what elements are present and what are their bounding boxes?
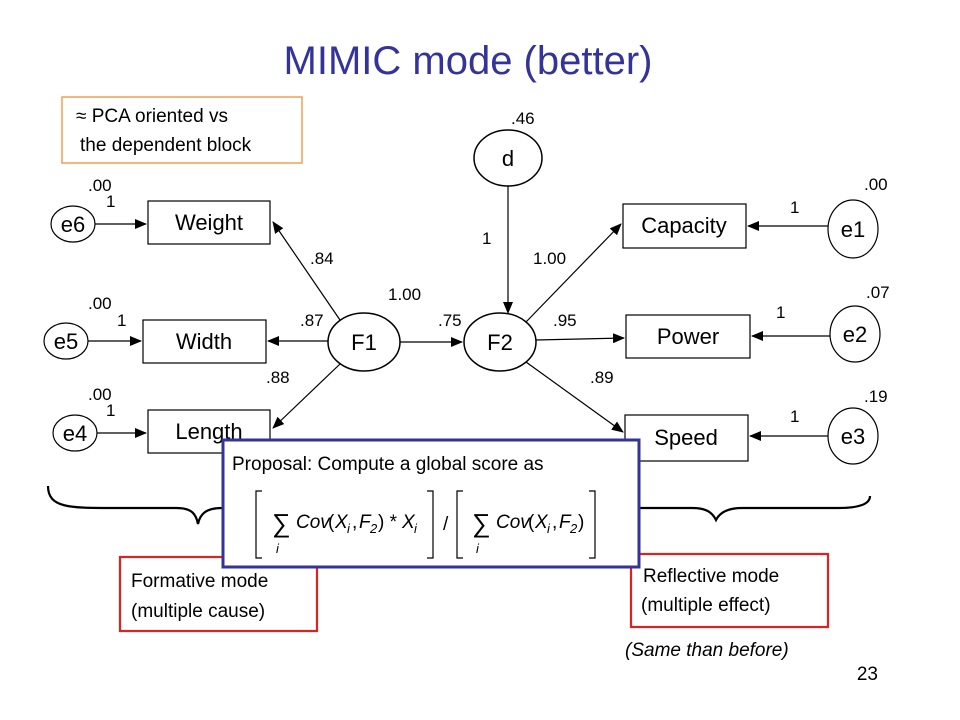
- disturbance-variance: .46: [511, 109, 535, 128]
- error-e1-label: e1: [841, 217, 865, 242]
- capacity-label: Capacity: [641, 213, 727, 238]
- formative-mode-line1: Formative mode: [131, 571, 268, 592]
- error-e6-label: e6: [61, 212, 85, 237]
- e3-variance: .19: [864, 387, 888, 406]
- arrow-f1-to-length: [272, 363, 341, 429]
- e6-variance: .00: [88, 176, 112, 195]
- reflective-indicator-capacity: Capacity e1 .00 1 1.00: [525, 175, 888, 323]
- proposal-heading: Proposal: Compute a global score as: [232, 454, 544, 475]
- svg-text:2: 2: [369, 521, 378, 536]
- formative-brace: [46, 485, 270, 525]
- error-e3-label: e3: [841, 424, 865, 449]
- e5-path-coef: 1: [117, 311, 126, 330]
- svg-text:F: F: [559, 512, 572, 533]
- global-score-formula: ∑ i Cov ( X i , F 2 ) * X i / ∑ i Cov ( …: [255, 490, 596, 559]
- reflective-indicator-speed: Speed e3 .19 1 .89: [525, 361, 888, 465]
- svg-text:i: i: [276, 541, 280, 556]
- speed-loading: .89: [590, 368, 614, 387]
- pca-note-line2: the dependent block: [80, 135, 252, 156]
- svg-text:X: X: [334, 512, 349, 533]
- svg-text:,: ,: [552, 512, 557, 533]
- svg-text:∑: ∑: [472, 508, 491, 538]
- latent-f2-label: F2: [487, 330, 513, 355]
- arrow-f2-to-power: [535, 333, 625, 344]
- weight-box: [147, 200, 271, 245]
- svg-text:i: i: [347, 521, 351, 536]
- e6-path-coef: 1: [106, 192, 115, 211]
- proposal-box: Proposal: Compute a global score as ∑ i …: [221, 438, 641, 569]
- slide-title: MIMIC mode (better): [284, 39, 653, 83]
- formative-mode-border: [118, 555, 319, 633]
- svg-text:(: (: [528, 512, 535, 533]
- svg-text:): ): [578, 512, 584, 533]
- disturbance-path-coef: 1: [482, 229, 491, 248]
- svg-text:2: 2: [569, 521, 578, 536]
- same-than-before-note: (Same than before): [625, 640, 789, 661]
- svg-text:/: /: [443, 514, 449, 535]
- capacity-loading: 1.00: [533, 249, 566, 268]
- svg-text:) *: ) *: [378, 512, 398, 533]
- svg-text:i: i: [476, 541, 480, 556]
- svg-text:i: i: [414, 521, 418, 536]
- svg-text:Cov: Cov: [296, 512, 331, 533]
- f1-variance: 1.00: [388, 285, 421, 304]
- pca-note-box: ≈ PCA oriented vs the dependent block: [61, 96, 303, 164]
- svg-text:(: (: [328, 512, 335, 533]
- error-e2-label: e2: [843, 322, 867, 347]
- speed-box: [624, 414, 749, 462]
- capacity-box: [622, 203, 747, 249]
- reflective-mode-line1: Reflective mode: [643, 566, 779, 587]
- speed-label: Speed: [654, 425, 718, 450]
- proposal-border: [221, 438, 641, 569]
- reflective-mode-box: Reflective mode (multiple effect): [629, 552, 830, 629]
- disturbance-label: d: [502, 146, 514, 171]
- width-label: Width: [176, 329, 232, 354]
- reflective-mode-line2: (multiple effect): [641, 595, 771, 616]
- power-loading: .95: [553, 311, 577, 330]
- error-e4-label: e4: [63, 421, 87, 446]
- e4-variance: .00: [88, 385, 112, 404]
- latent-f1-label: F1: [351, 330, 377, 355]
- error-e5-label: e5: [54, 329, 78, 354]
- width-box: [142, 319, 267, 364]
- latent-f2: [463, 312, 537, 372]
- svg-text:X: X: [401, 512, 416, 533]
- e2-path-coef: 1: [776, 303, 785, 322]
- svg-text:,: ,: [352, 512, 357, 533]
- formative-mode-box: Formative mode (multiple cause): [118, 555, 319, 633]
- formative-indicator-weight: Weight e6 .00 1 .84: [50, 176, 341, 321]
- power-label: Power: [657, 324, 719, 349]
- reflective-brace: [638, 495, 872, 523]
- svg-text:X: X: [534, 512, 549, 533]
- pca-note-border: [61, 96, 303, 164]
- width-loading: .87: [300, 311, 324, 330]
- arrow-f2-to-capacity: [525, 223, 622, 323]
- e4-path-coef: 1: [106, 401, 115, 420]
- e2-variance: .07: [866, 283, 890, 302]
- e3-path-coef: 1: [790, 407, 799, 426]
- arrow-f2-to-speed: [525, 361, 624, 433]
- formative-indicator-width: Width e5 .00 1 .87: [43, 294, 328, 364]
- formative-mode-line2: (multiple cause): [131, 601, 265, 622]
- svg-text:F: F: [359, 512, 372, 533]
- error-e2: [829, 305, 881, 363]
- svg-text:i: i: [547, 521, 551, 536]
- e1-variance: .00: [864, 175, 888, 194]
- power-box: [625, 314, 751, 359]
- weight-loading: .84: [310, 249, 334, 268]
- e5-variance: .00: [88, 294, 112, 313]
- pca-note-line1: ≈ PCA oriented vs: [76, 106, 228, 127]
- svg-text:∑: ∑: [272, 508, 291, 538]
- f1-to-f2-coef: .75: [438, 311, 462, 330]
- page-number: 23: [857, 664, 878, 685]
- reflective-mode-border: [629, 552, 830, 629]
- e1-path-coef: 1: [790, 198, 799, 217]
- weight-label: Weight: [175, 210, 243, 235]
- reflective-indicator-power: Power e2 .07 1 .95: [535, 283, 890, 363]
- svg-text:Cov: Cov: [496, 512, 531, 533]
- arrow-f1-to-weight: [272, 221, 341, 321]
- error-e1: [827, 199, 879, 259]
- length-loading: .88: [266, 368, 290, 387]
